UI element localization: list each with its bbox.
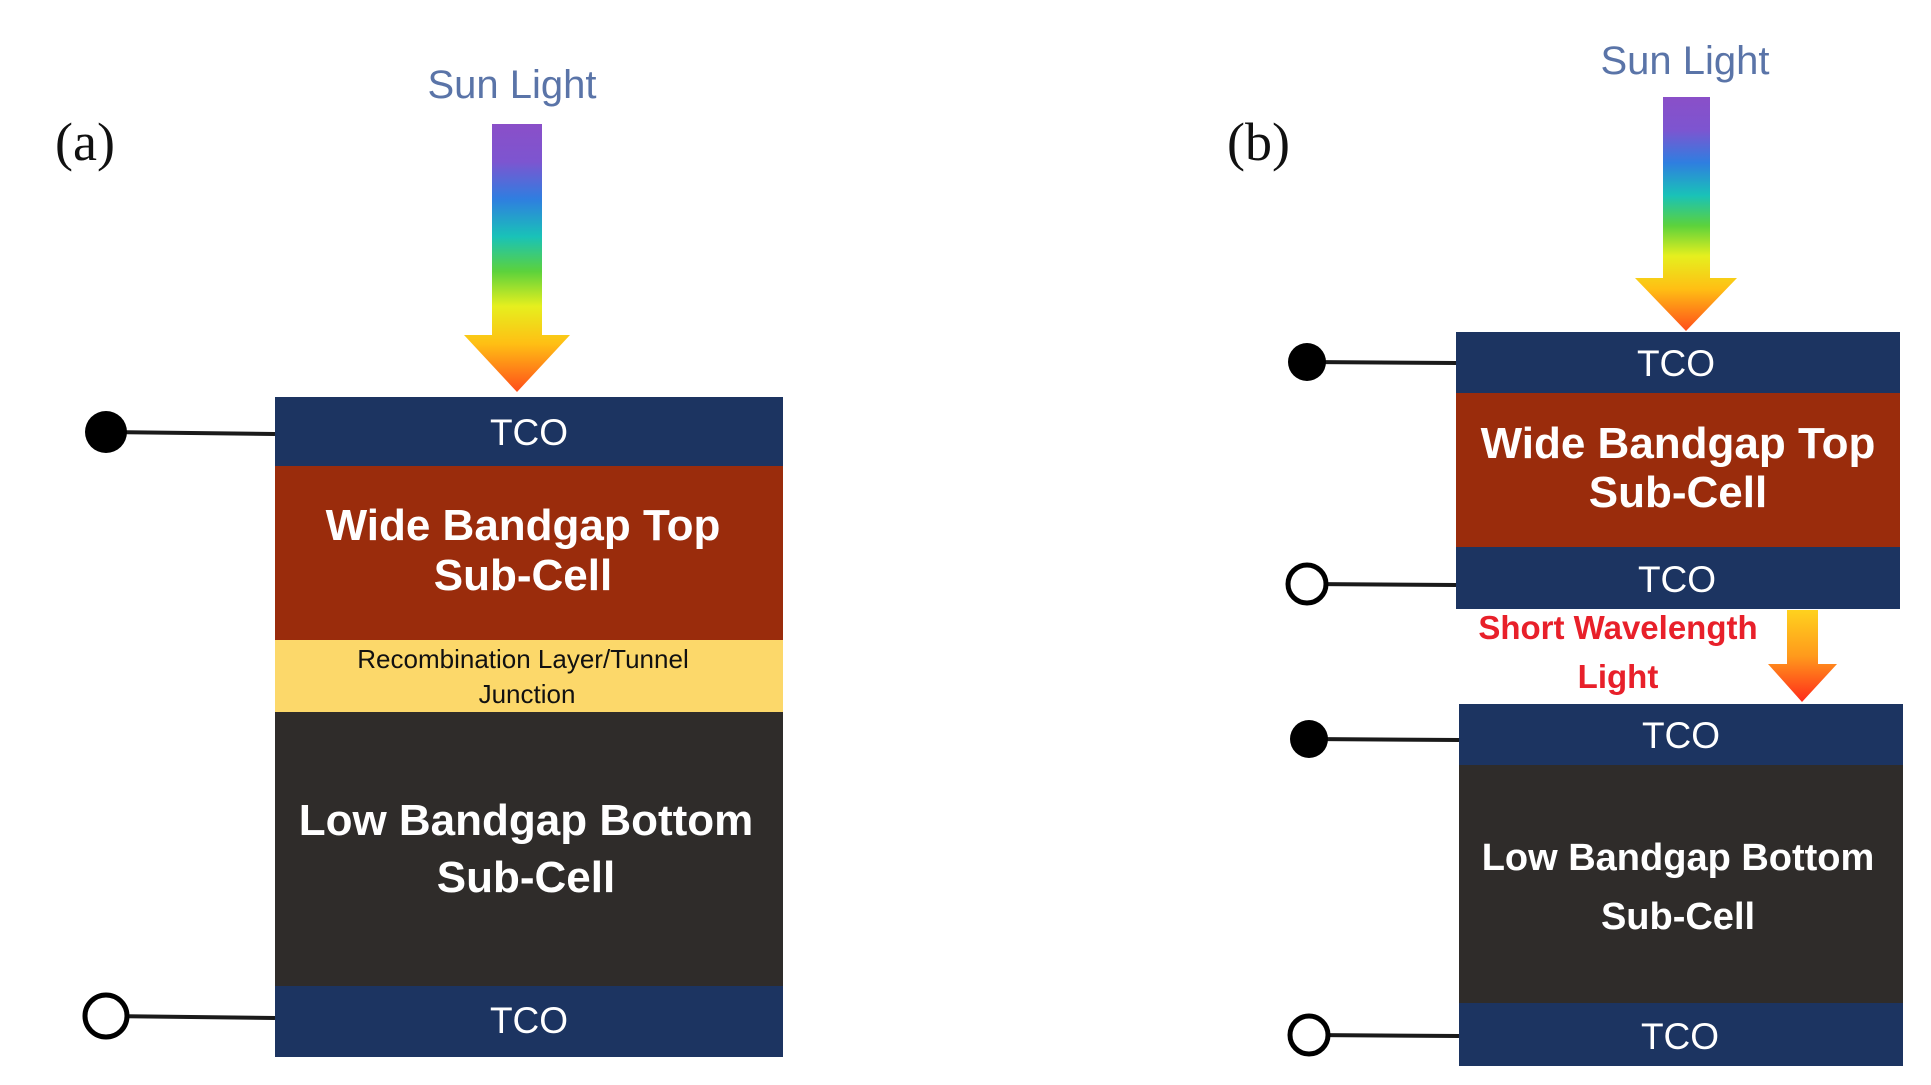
panel-a-top-subcell-label-line1: Wide Bandgap Top — [326, 501, 721, 550]
panel-b-top-subcell-layer — [1456, 393, 1900, 547]
panel-b-bottom-stack-terminal-open — [1287, 1013, 1331, 1057]
panel-b-short-wavelength-arrow — [1768, 610, 1837, 702]
panel-b-bottom-stack-terminal-filled — [1290, 720, 1328, 758]
panel-b-top-stack-tco-bottom-layer — [1456, 547, 1900, 609]
panel-a-bottom-terminal-open — [82, 992, 130, 1040]
panel-a-tco-top-layer — [275, 397, 783, 466]
panel-a-top-terminal-filled — [85, 411, 127, 453]
panel-a-top-wire — [105, 430, 276, 436]
panel-b-top-subcell-label-line2: Sub-Cell — [1589, 468, 1767, 517]
panel-a-recombination-label-line2: Junction — [479, 679, 576, 709]
panel-b-short-wavelength-label-line1: Short Wavelength — [1478, 609, 1757, 646]
panel-b-top-stack-terminal-open — [1285, 562, 1329, 606]
panel-b: (b) Sun Light TCO Wide Bandgap Top Sub-C… — [1227, 39, 1903, 1066]
panel-a-label: (a) — [55, 112, 115, 172]
panel-b-bottom-subcell-label-line2: Sub-Cell — [1601, 896, 1755, 938]
panel-b-top-subcell-label-line1: Wide Bandgap Top — [1481, 419, 1876, 468]
panel-b-bottom-subcell-label-line1: Low Bandgap Bottom — [1482, 837, 1875, 879]
panel-b-bottom-stack-tco-top-label: TCO — [1642, 715, 1720, 756]
panel-a-recombination-label-line1: Recombination Layer/Tunnel — [357, 644, 688, 674]
panel-b-sun-light-label: Sun Light — [1600, 39, 1769, 83]
panel-a-sun-light-arrow — [464, 124, 570, 392]
panel-b-top-stack-wire-top — [1306, 360, 1457, 365]
panel-a-tco-bottom-layer — [275, 986, 783, 1057]
panel-a-top-subcell-label-line2: Sub-Cell — [434, 551, 612, 600]
panel-b-bottom-stack-wire-top — [1308, 737, 1460, 742]
panel-b-top-stack-tco-top-layer — [1456, 332, 1900, 393]
panel-a-bottom-subcell-label-line1: Low Bandgap Bottom — [299, 796, 754, 845]
panel-b-top-stack-terminal-filled — [1288, 343, 1326, 381]
panel-b-top-stack-tco-top-label: TCO — [1637, 343, 1715, 384]
panel-a-bottom-subcell-layer — [275, 712, 783, 986]
panel-a-tco-top-label: TCO — [490, 412, 568, 453]
panel-a-top-subcell-layer — [275, 466, 783, 640]
panel-b-bottom-stack-tco-bottom-layer — [1459, 1003, 1903, 1066]
panel-b-bottom-stack-tco-top-layer — [1459, 704, 1903, 765]
panel-b-top-stack-tco-bottom-label: TCO — [1638, 559, 1716, 600]
panel-b-bottom-stack-tco-bottom-label: TCO — [1641, 1016, 1719, 1057]
panel-a-bottom-wire — [105, 1014, 276, 1020]
panel-a-sun-light-label: Sun Light — [427, 63, 596, 107]
panel-a-tco-bottom-label: TCO — [490, 1000, 568, 1041]
panel-b-bottom-stack-wire-bottom — [1308, 1033, 1460, 1038]
panel-a-recombination-layer — [275, 640, 783, 712]
panel-b-top-stack-wire-bottom — [1306, 582, 1457, 587]
panel-a: (a) Sun Light TCO Wide Bandgap Top Sub-C… — [55, 63, 783, 1057]
panel-b-label: (b) — [1227, 112, 1290, 172]
panel-b-sun-light-arrow — [1635, 97, 1737, 331]
panel-b-short-wavelength-label-line2: Light — [1578, 658, 1659, 695]
panel-a-bottom-subcell-label-line2: Sub-Cell — [437, 853, 615, 902]
panel-b-bottom-subcell-layer — [1459, 765, 1903, 1003]
